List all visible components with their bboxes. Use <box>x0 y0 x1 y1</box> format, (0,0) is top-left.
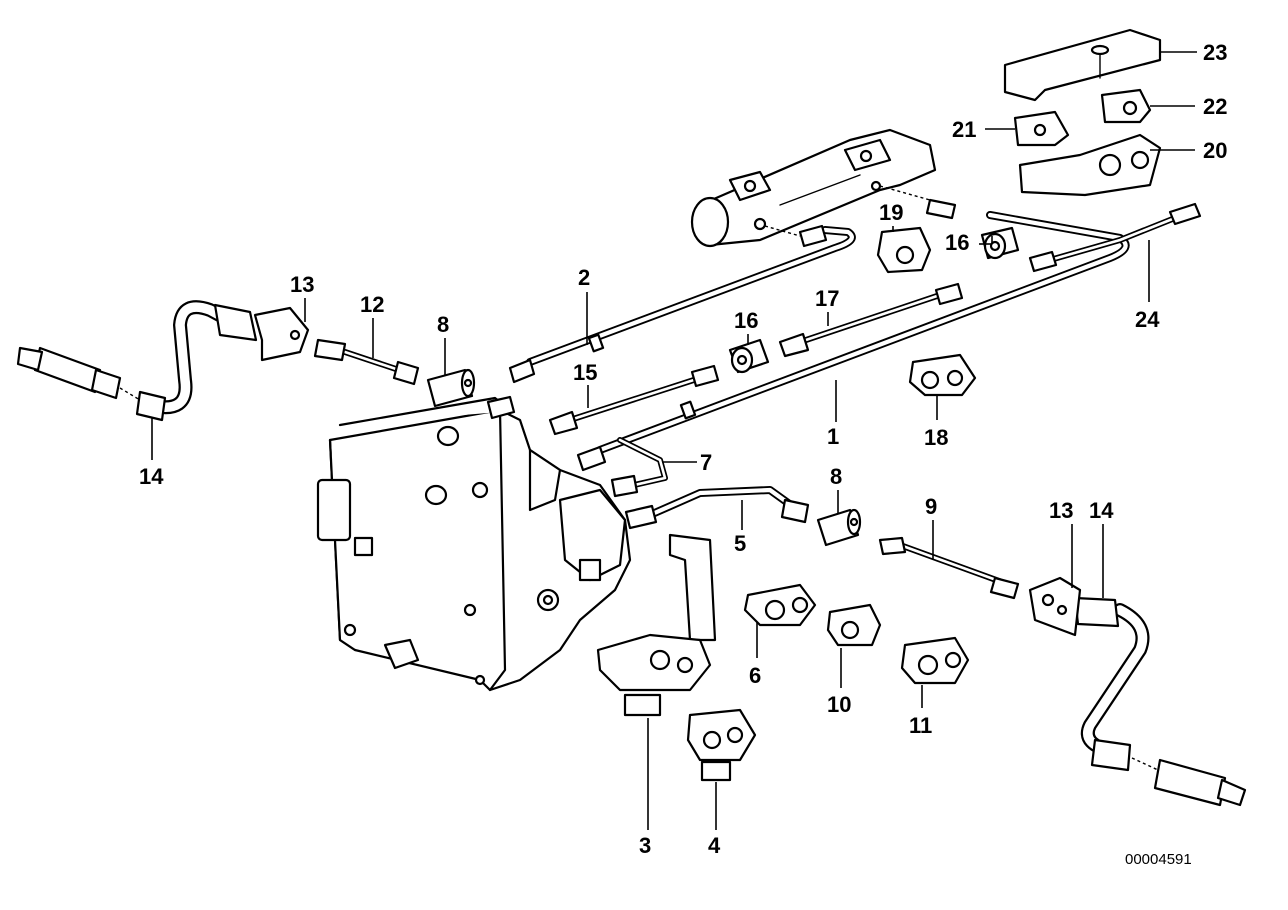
brake-hose-14-left <box>16 300 258 422</box>
callout-8-right: 8 <box>830 464 842 489</box>
callout-23: 23 <box>1203 40 1227 65</box>
callout-21: 21 <box>952 117 976 142</box>
brake-pipe-24 <box>1028 202 1202 273</box>
brake-pipe-9 <box>878 536 1020 600</box>
callout-11: 11 <box>909 713 932 738</box>
callout-4: 4 <box>708 833 721 858</box>
master-cylinder <box>690 128 937 248</box>
pipe-clip-21 <box>1013 110 1070 147</box>
callout-5: 5 <box>734 531 746 556</box>
pipe-union-8-right <box>816 508 862 547</box>
callout-8-left: 8 <box>437 312 449 337</box>
pipe-clip-6 <box>743 583 817 627</box>
callout-7: 7 <box>700 450 712 475</box>
hydraulic-unit <box>316 396 632 692</box>
leader-lines <box>151 51 1197 830</box>
callout-3: 3 <box>639 833 651 858</box>
callout-14-right: 14 <box>1089 498 1114 523</box>
pipe-union-16-a <box>728 338 770 374</box>
pipe-holder-4 <box>686 708 757 782</box>
callout-15: 15 <box>573 360 597 385</box>
callout-16-a: 16 <box>734 308 758 333</box>
callout-9: 9 <box>925 494 937 519</box>
brake-pipe-2 <box>508 224 856 384</box>
callout-2: 2 <box>578 265 590 290</box>
pipe-clip-20 <box>1018 133 1162 197</box>
pipe-clip-19 <box>876 226 932 274</box>
drawing-reference-number: 00004591 <box>1125 851 1192 868</box>
brake-pipe-7 <box>610 437 668 498</box>
pipe-clip-18 <box>908 353 977 397</box>
brake-pipe-15 <box>548 364 720 436</box>
brake-pipe-5 <box>624 486 810 530</box>
callouts: 1 2 3 4 5 6 7 8 8 9 10 11 12 13 13 14 14… <box>139 40 1227 858</box>
pipe-clip-11 <box>900 636 970 685</box>
callout-18: 18 <box>924 425 948 450</box>
pipe-clip-22 <box>1100 88 1152 124</box>
callout-10: 10 <box>827 692 851 717</box>
brake-pipe-12 <box>313 338 420 386</box>
brake-hose-14-right <box>1073 596 1247 807</box>
callout-6: 6 <box>749 663 761 688</box>
callout-1: 1 <box>827 424 839 449</box>
callout-17: 17 <box>815 286 839 311</box>
callout-13-right: 13 <box>1049 498 1073 523</box>
callout-24: 24 <box>1135 307 1160 332</box>
clip-cover-23 <box>1003 28 1162 102</box>
mounting-bracket-13-right <box>1028 576 1082 637</box>
pipe-clip-10 <box>826 603 882 647</box>
brake-pipe-17 <box>778 282 964 358</box>
pipe-holder-3 <box>596 533 717 717</box>
callout-20: 20 <box>1203 138 1227 163</box>
mounting-bracket-13-left <box>253 306 310 362</box>
callout-19: 19 <box>879 200 903 225</box>
callout-13-left: 13 <box>290 272 314 297</box>
callout-16-b: 16 <box>945 230 969 255</box>
callout-22: 22 <box>1203 94 1227 119</box>
pipe-union-8-left <box>426 368 476 408</box>
callout-14-left: 14 <box>139 464 164 489</box>
pipe-union-16-b <box>980 226 1020 260</box>
callout-12: 12 <box>360 292 384 317</box>
